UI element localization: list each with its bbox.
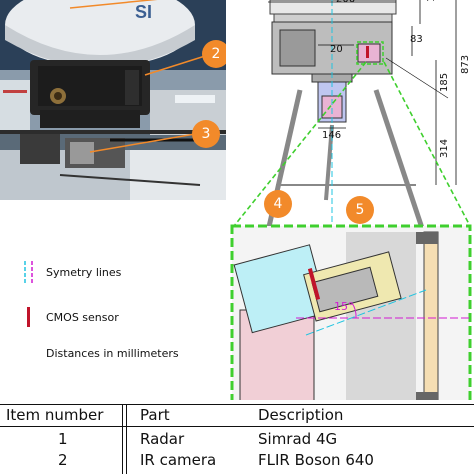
dim-83: 83 [410, 34, 423, 45]
angle-label: 15° [334, 300, 354, 313]
symmetry-lines-icon [24, 261, 33, 283]
callout-5-label: 5 [355, 202, 365, 218]
table-separator-a [122, 404, 123, 474]
table-header-rule [0, 426, 474, 427]
legend: Symetry lines CMOS sensor Distances in m… [20, 255, 210, 375]
header-part: Part [140, 406, 170, 424]
legend-symmetry: Symetry lines [20, 261, 121, 283]
dim-873: 873 [460, 54, 471, 74]
svg-text:SI: SI [135, 2, 152, 22]
legend-distances: Distances in millimeters [20, 347, 179, 360]
sensor-photo-illustration: SI [0, 0, 226, 200]
row-2-number: 2 [58, 451, 68, 469]
legend-cmos: CMOS sensor [20, 307, 119, 327]
callout-2-label: 2 [211, 46, 221, 62]
row-1-number: 1 [58, 430, 68, 448]
row-2-description: FLIR Boson 640 [258, 451, 374, 469]
callout-3: 3 [192, 120, 220, 148]
legend-distances-label: Distances in millimeters [46, 347, 179, 360]
row-1-description: Simrad 4G [258, 430, 338, 448]
technical-drawing: 206 146 83 20 185 873 146 314 15° 4 5 [226, 0, 474, 410]
legend-cmos-label: CMOS sensor [46, 310, 119, 324]
parts-table: Item number Part Description 1 Radar Sim… [0, 404, 474, 474]
dim-top: 206 [336, 0, 355, 5]
callout-3-label: 3 [201, 126, 211, 142]
technical-drawing-svg [230, 0, 472, 410]
header-item-number: Item number [6, 406, 104, 424]
header-description: Description [258, 406, 344, 424]
cmos-sensor-icon [27, 307, 30, 327]
callout-4-label: 4 [273, 196, 283, 212]
callout-4: 4 [264, 190, 292, 218]
row-1-part: Radar [140, 430, 185, 448]
dim-185: 185 [439, 72, 450, 92]
callout-5: 5 [346, 196, 374, 224]
row-2-part: IR camera [140, 451, 217, 469]
table-separator-b [126, 404, 127, 474]
dim-146-top: 146 [426, 0, 437, 2]
sensor-photo: SI 2 3 [0, 0, 226, 200]
table-top-rule [0, 404, 474, 405]
dim-146-bottom: 146 [322, 130, 342, 141]
legend-symmetry-label: Symetry lines [46, 265, 122, 279]
dim-20: 20 [330, 44, 343, 55]
dim-314: 314 [439, 138, 450, 158]
callout-2: 2 [202, 40, 226, 68]
